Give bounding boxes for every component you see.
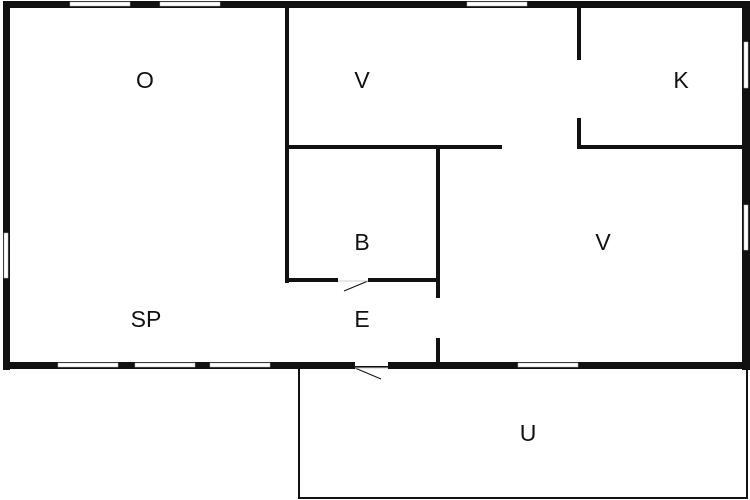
room-label-e: E — [354, 306, 369, 332]
room-label-v-top: V — [354, 67, 370, 93]
doors — [338, 280, 388, 380]
room-label-v-right: V — [595, 229, 611, 255]
interior-walls — [285, 4, 745, 366]
door-entrance — [354, 367, 382, 380]
door-bathroom — [343, 280, 369, 292]
room-label-b: B — [354, 229, 369, 255]
windows — [3, 1, 749, 368]
room-label-sp: SP — [131, 306, 162, 332]
room-label-u: U — [520, 420, 537, 446]
room-label-k: K — [673, 67, 689, 93]
room-label-o: O — [136, 67, 154, 93]
outer-walls — [3, 1, 750, 370]
